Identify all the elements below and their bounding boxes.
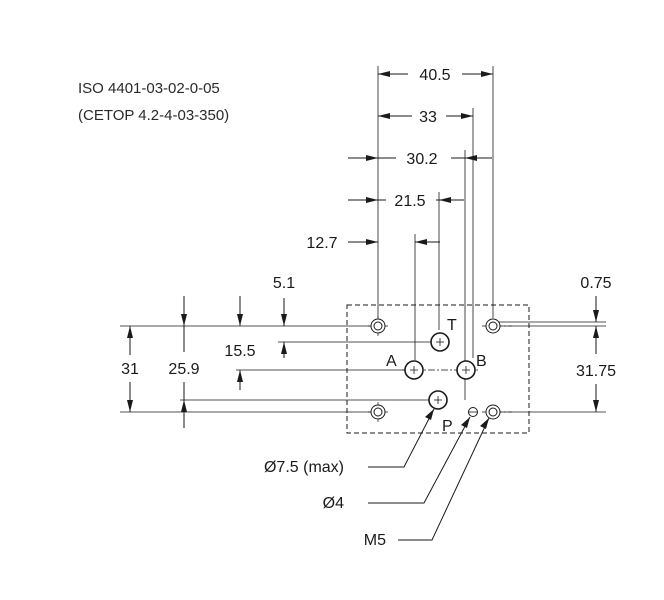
dim-21-5-label: 21.5 — [394, 193, 425, 210]
dim-40-5: 40.5 — [378, 67, 493, 84]
port-A — [404, 360, 424, 380]
dim-31: 31 — [121, 326, 139, 412]
bolt-hole-top-right — [485, 318, 501, 334]
dim-15-5-label: 15.5 — [224, 343, 255, 360]
dim-30-2: 30.2 — [348, 151, 492, 168]
callout-port-diameter: Ø7.5 (max) — [264, 408, 435, 476]
dim-5-1: 5.1 — [273, 275, 295, 358]
dim-40-5-label: 40.5 — [419, 67, 450, 84]
callout-thread: M5 — [364, 417, 490, 549]
dim-31-75: 31.75 — [576, 340, 616, 412]
dim-33: 33 — [378, 109, 473, 126]
dim-0-75-label: 0.75 — [580, 275, 611, 292]
dim-21-5: 21.5 — [348, 193, 464, 210]
port-P — [428, 390, 448, 410]
locating-pin — [468, 407, 478, 417]
bolt-hole-bottom-right — [485, 404, 501, 420]
mounting-surface-outline — [346, 304, 530, 434]
port-label-B: B — [476, 353, 487, 370]
callout-pin-diameter: Ø4 — [323, 416, 471, 512]
dim-15-5: 15.5 — [224, 296, 256, 390]
callout-port-diameter-label: Ø7.5 (max) — [264, 459, 344, 476]
dim-25-9-label: 25.9 — [168, 361, 199, 378]
callout-thread-label: M5 — [364, 532, 386, 549]
port-label-P: P — [442, 418, 453, 435]
dim-31-75-label: 31.75 — [576, 363, 616, 380]
standard-label: ISO 4401-03-02-0-05 — [78, 80, 220, 97]
port-T — [430, 332, 450, 352]
dim-30-2-label: 30.2 — [406, 151, 437, 168]
port-label-A: A — [386, 353, 397, 370]
dim-0-75: 0.75 — [580, 275, 612, 340]
callout-pin-diameter-label: Ø4 — [323, 495, 344, 512]
dim-33-label: 33 — [419, 109, 437, 126]
port-B — [456, 360, 476, 380]
dim-5-1-label: 5.1 — [273, 275, 295, 292]
port-label-T: T — [447, 317, 457, 334]
dim-12-7-label: 12.7 — [306, 235, 337, 252]
bolt-hole-bottom-left — [370, 404, 386, 420]
cetop-label: (CETOP 4.2-4-03-350) — [78, 107, 229, 124]
dim-25-9: 25.9 — [168, 296, 200, 428]
dim-12-7: 12.7 — [306, 235, 440, 252]
bolt-hole-top-left — [370, 318, 386, 334]
dim-31-label: 31 — [121, 361, 139, 378]
